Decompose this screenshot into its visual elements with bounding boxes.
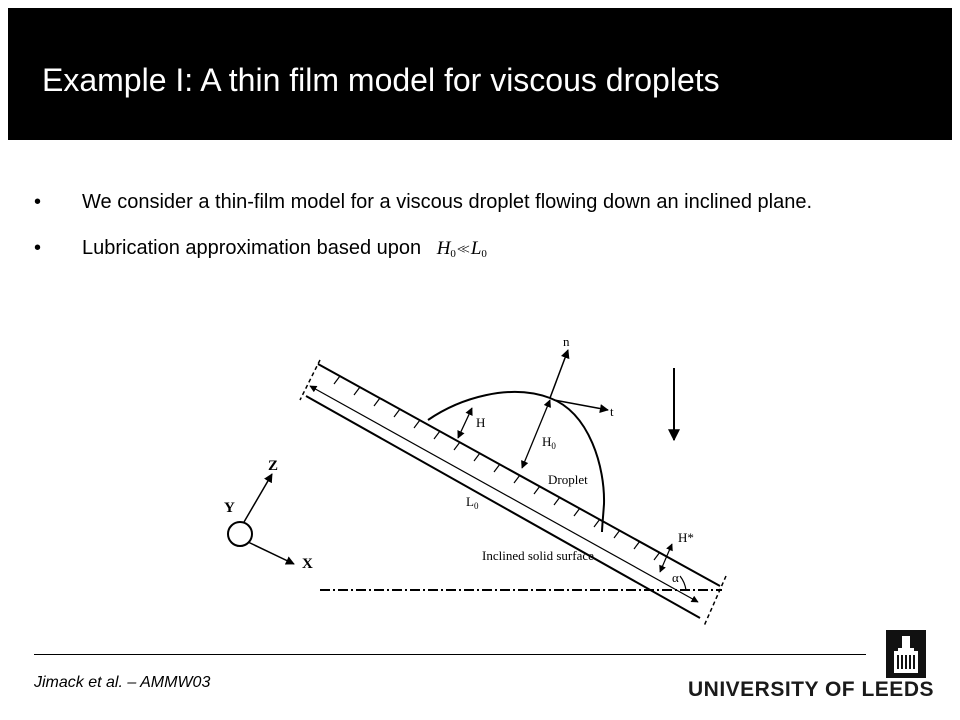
math-rhs: L	[470, 238, 482, 259]
height-arrow	[457, 407, 473, 439]
bullet-text: Lubrication approximation based upon	[82, 237, 422, 259]
normal-vector-arrow	[549, 349, 570, 399]
droplet-outline	[427, 391, 606, 533]
x-axis-arrow	[247, 541, 295, 565]
length-label: L0	[466, 494, 479, 511]
tangent-label: t	[610, 404, 614, 419]
math-lhs-sub: 0	[450, 248, 456, 260]
angle-label: α	[672, 570, 679, 585]
bullet-marker: •	[34, 237, 42, 259]
length-arrow	[309, 385, 699, 603]
university-name: UNIVERSITY OF LEEDS	[688, 678, 934, 701]
z-axis-label: Z	[268, 458, 278, 474]
bullet-text: We consider a thin-film model for a visc…	[82, 191, 813, 213]
incline-end-dashed	[703, 575, 727, 627]
y-axis-circle	[227, 521, 253, 547]
title-bar: Example I: A thin film model for viscous…	[8, 8, 952, 140]
surface-label: Inclined solid surface	[482, 548, 594, 563]
footer-divider	[34, 654, 866, 655]
max-height-arrow	[521, 399, 551, 469]
slide-title: Example I: A thin film model for viscous…	[42, 62, 720, 98]
height-label: H	[476, 415, 485, 430]
bullet-list: • We consider a thin-film model for a vi…	[34, 186, 904, 284]
droplet-label: Droplet	[548, 472, 588, 487]
bullet-item: • Lubrication approximation based upon H…	[34, 232, 904, 270]
math-relation: <<	[456, 242, 470, 258]
precursor-arrow	[659, 543, 673, 573]
y-axis-label: Y	[224, 500, 235, 516]
droplet-diagram: n t H H0 Droplet L0 Inclined solid surfa…	[224, 334, 727, 627]
tangent-vector-arrow	[553, 399, 609, 413]
bullet-marker: •	[34, 191, 42, 213]
max-height-label: H0	[542, 434, 556, 451]
precursor-label: H*	[678, 530, 694, 545]
angle-arc	[679, 575, 687, 591]
x-axis-label: X	[302, 556, 313, 572]
footer-credit: Jimack et al. – AMMW03	[34, 674, 211, 691]
university-crest-icon	[886, 630, 926, 678]
z-axis-arrow	[243, 473, 273, 523]
math-rhs-sub: 0	[481, 248, 487, 260]
normal-label: n	[563, 334, 570, 349]
incline-end-dashed	[299, 359, 321, 401]
math-lhs: H	[436, 238, 451, 259]
bullet-item: • We consider a thin-film model for a vi…	[34, 186, 904, 218]
math-expression: H0<<L0	[437, 233, 487, 270]
incline-bottom-edge	[305, 395, 701, 619]
